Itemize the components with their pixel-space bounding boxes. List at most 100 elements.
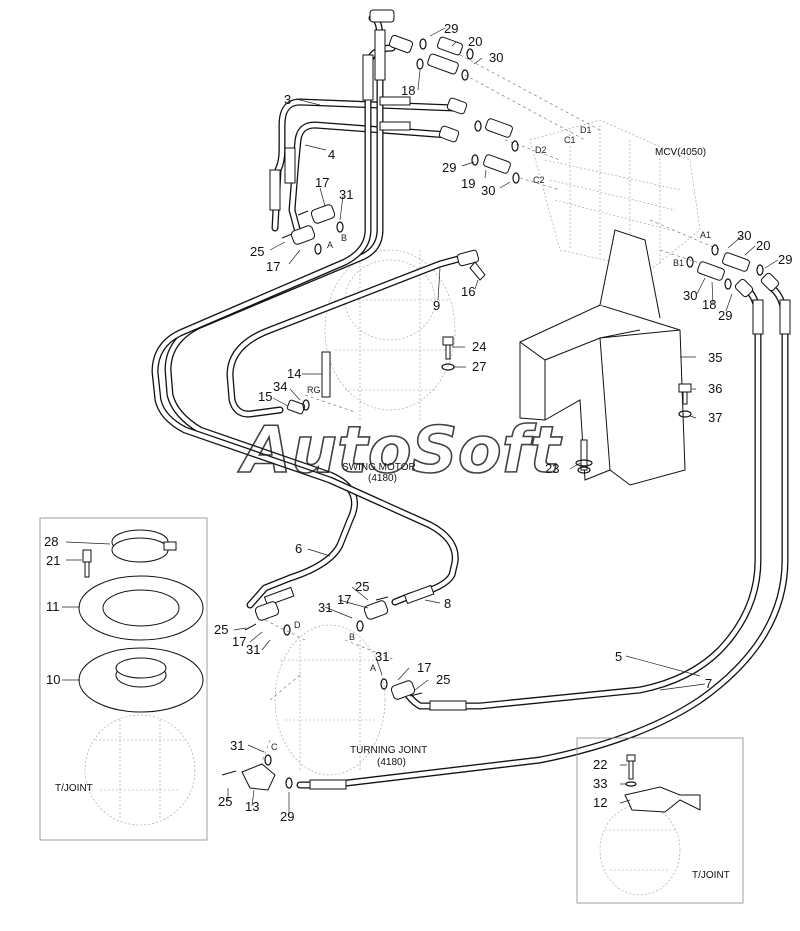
- callout-label: 37: [708, 410, 722, 425]
- callout-label: 25: [214, 622, 228, 637]
- callout-label: 34: [273, 379, 287, 394]
- callout-label: 14: [287, 366, 301, 381]
- callout-label: 5: [615, 649, 622, 664]
- detail-box-left: [39, 517, 208, 841]
- fittings: [221, 9, 780, 791]
- callout-label: 17: [266, 259, 280, 274]
- hose-6: [164, 14, 384, 609]
- port-label: RG: [307, 385, 321, 395]
- swing-motor-ghost: [324, 249, 456, 420]
- callout-label: 18: [401, 83, 415, 98]
- tjoint-right-label: T/JOINT: [692, 870, 730, 881]
- tjoint-left-label: T/JOINT: [55, 783, 93, 794]
- callout-label: 29: [444, 21, 458, 36]
- callout-label: 18: [702, 297, 716, 312]
- fitting-16: [469, 261, 486, 281]
- callout-label: 3: [284, 92, 291, 107]
- callout-label: 20: [468, 34, 482, 49]
- detail-box-right: [576, 737, 744, 904]
- callout-label: 23: [545, 461, 559, 476]
- callout-numbers: 29 20 30 18 3 4 29 19 30 17 31 25 17 30 …: [44, 21, 792, 824]
- bolt-36-washer-37: [678, 383, 692, 418]
- callout-label: 25: [436, 672, 450, 687]
- callout-label: 19: [461, 176, 475, 191]
- callout-label: 6: [295, 541, 302, 556]
- mcv-label: MCV(4050): [655, 147, 706, 158]
- bracket-35: [519, 229, 686, 486]
- callout-label: 35: [708, 350, 722, 365]
- callout-label: 20: [756, 238, 770, 253]
- callout-leaders: [62, 27, 779, 815]
- callout-label: 30: [737, 228, 751, 243]
- hose-4: [288, 121, 452, 244]
- callout-label: 31: [375, 649, 389, 664]
- callout-label: 31: [318, 600, 332, 615]
- o-rings: [264, 38, 764, 789]
- port-label: A1: [700, 230, 711, 240]
- pin-14: [321, 351, 331, 398]
- bolt-23: [575, 439, 593, 474]
- callout-label: 29: [442, 160, 456, 175]
- callout-label: 9: [433, 298, 440, 313]
- turning-joint-code: (4180): [377, 757, 406, 768]
- callout-label: 29: [718, 308, 732, 323]
- watermark: AutoSoft: [237, 414, 563, 488]
- callout-label: 17: [337, 592, 351, 607]
- callout-label: 30: [481, 183, 495, 198]
- turning-joint-ghost: [84, 624, 681, 896]
- port-label: C1: [564, 135, 576, 145]
- callout-label: 21: [46, 553, 60, 568]
- callout-label: 25: [250, 244, 264, 259]
- callout-label: 28: [44, 534, 58, 549]
- port-label: C2: [533, 175, 545, 185]
- callout-label: 31: [230, 738, 244, 753]
- swing-motor-code: (4180): [368, 473, 397, 484]
- callout-label: 10: [46, 672, 60, 687]
- port-labels: D1 C1 D2 C2 A1 B1 RG A B D A B C: [271, 125, 711, 752]
- callout-label: 24: [472, 339, 486, 354]
- callout-label: 33: [593, 776, 607, 791]
- callout-label: 25: [355, 579, 369, 594]
- callout-label: 22: [593, 757, 607, 772]
- mcv-ghost: [529, 119, 701, 271]
- callout-label: 17: [232, 634, 246, 649]
- bolt-24-washer-27: [441, 336, 455, 371]
- port-label: A: [370, 663, 376, 673]
- callout-label: 29: [280, 809, 294, 824]
- turning-joint-label: TURNING JOINT: [350, 745, 427, 756]
- hose-3: [271, 98, 459, 232]
- port-label: D2: [535, 145, 547, 155]
- callout-label: 36: [708, 381, 722, 396]
- callout-label: 12: [593, 795, 607, 810]
- hose-9: [226, 254, 466, 418]
- callout-label: 17: [417, 660, 431, 675]
- port-label: C: [271, 742, 278, 752]
- port-label: B: [341, 233, 347, 243]
- captions: MCV(4050) SWING MOTOR (4180) TURNING JOI…: [55, 147, 730, 881]
- callout-label: 29: [778, 252, 792, 267]
- port-label: A: [327, 240, 333, 250]
- port-label: B1: [673, 258, 684, 268]
- callout-label: 8: [444, 596, 451, 611]
- callout-label: 30: [683, 288, 697, 303]
- callout-label: 17: [315, 175, 329, 190]
- callout-label: 30: [489, 50, 503, 65]
- callout-label: 15: [258, 389, 272, 404]
- connection-dashed-lines: [261, 54, 721, 763]
- callout-label: 7: [705, 676, 712, 691]
- port-label: D1: [580, 125, 592, 135]
- swing-motor-label: SWING MOTOR: [342, 462, 416, 473]
- callout-label: 11: [46, 599, 60, 614]
- callout-label: 13: [245, 799, 259, 814]
- hose-8: [151, 44, 459, 606]
- port-label: B: [349, 632, 355, 642]
- callout-label: 31: [246, 642, 260, 657]
- callout-label: 16: [461, 284, 475, 299]
- callout-label: 31: [339, 187, 353, 202]
- callout-label: 4: [328, 147, 335, 162]
- port-label: D: [294, 620, 301, 630]
- hose-sleeves: [263, 29, 791, 790]
- callout-label: 27: [472, 359, 486, 374]
- callout-label: 25: [218, 794, 232, 809]
